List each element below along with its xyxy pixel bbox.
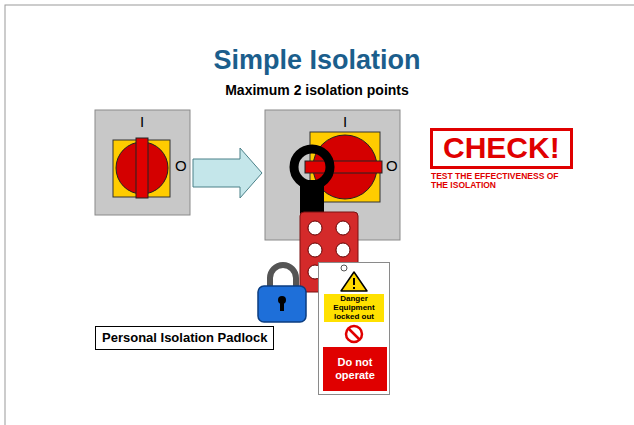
tag-hole — [341, 265, 347, 271]
padlock — [258, 265, 306, 322]
off-mark: O — [386, 158, 398, 173]
padlock-label: Personal Isolation Padlock — [102, 330, 267, 346]
padlock-label-box: Personal Isolation Padlock — [95, 326, 274, 350]
check-box: CHECK! — [430, 128, 573, 169]
check-note: TEST THE EFFECTIVENESS OF THE ISOLATION — [431, 172, 571, 191]
title-text: Simple Isolation — [0, 45, 634, 76]
tag-warning-text: Danger Equipment locked out — [324, 294, 384, 322]
tag-instruction-text: Do not operate — [323, 347, 387, 391]
isolator-switch: IO — [95, 110, 190, 215]
off-mark: O — [175, 158, 187, 173]
prohibition-sign — [346, 326, 362, 342]
on-mark: I — [140, 114, 144, 129]
on-mark: I — [343, 114, 347, 129]
check-text: CHECK! — [443, 131, 560, 166]
subtitle-text: Maximum 2 isolation points — [0, 82, 634, 98]
block-arrow — [193, 148, 262, 198]
switch-on — [95, 110, 190, 215]
warning-triangle — [341, 272, 367, 291]
isolator-switch: IO — [265, 110, 400, 240]
